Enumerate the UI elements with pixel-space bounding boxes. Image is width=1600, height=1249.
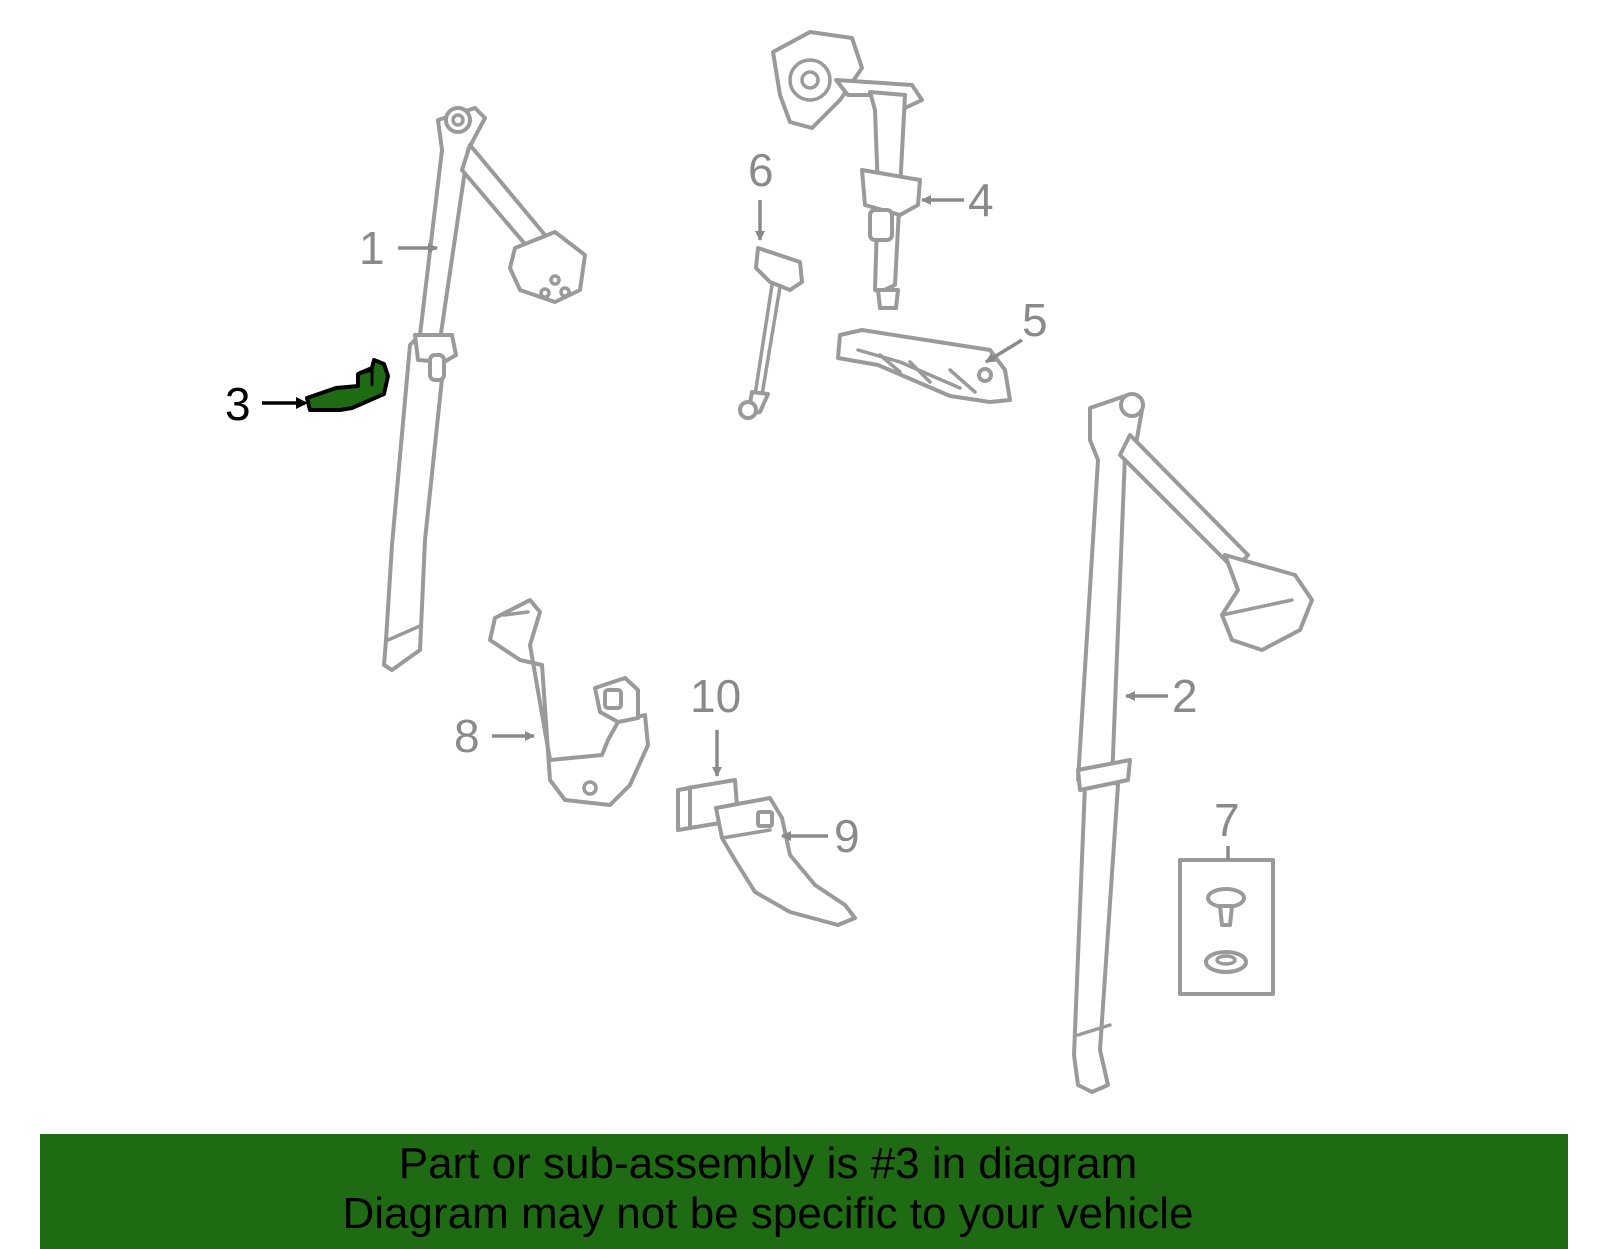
callout-8: 8 — [454, 710, 535, 762]
callout-label-10: 10 — [690, 670, 741, 722]
callout-6: 6 — [748, 144, 774, 241]
callout-label-7: 7 — [1214, 794, 1240, 846]
info-banner: Part or sub-assembly is #3 in diagram Di… — [40, 1134, 1568, 1249]
callout-10: 10 — [690, 670, 741, 777]
callout-label-5: 5 — [1022, 294, 1048, 346]
part-2-seat-belt[interactable] — [1072, 392, 1314, 1094]
callout-2: 2 — [1125, 670, 1198, 722]
callout-4: 4 — [921, 174, 994, 226]
callout-label-2: 2 — [1172, 670, 1198, 722]
callout-arrow-5 — [985, 338, 1023, 364]
part-8-buckle-assembly[interactable] — [488, 598, 650, 807]
callout-3: 3 — [225, 378, 308, 430]
callout-label-4: 4 — [968, 174, 994, 226]
part-7-clips[interactable] — [1178, 858, 1275, 996]
part-1-seat-belt[interactable] — [382, 106, 587, 672]
banner-line-1: Part or sub-assembly is #3 in diagram — [398, 1139, 1138, 1188]
part-6-cable[interactable] — [738, 246, 804, 420]
banner-line-2: Diagram may not be specific to your vehi… — [342, 1189, 1194, 1238]
part-3-highlighted[interactable] — [305, 358, 390, 412]
part-9-bracket[interactable] — [714, 796, 857, 927]
callout-label-9: 9 — [834, 810, 860, 862]
callout-label-6: 6 — [748, 144, 774, 196]
callout-5: 5 — [985, 294, 1048, 364]
callout-1: 1 — [359, 222, 438, 274]
callout-7: 7 — [1214, 794, 1240, 860]
part-4-retractor[interactable] — [771, 30, 924, 310]
callout-label-3: 3 — [225, 378, 251, 430]
callout-label-1: 1 — [359, 222, 385, 274]
callout-label-8: 8 — [454, 710, 480, 762]
callout-9: 9 — [781, 810, 860, 862]
part-5-sensor-plate[interactable] — [836, 328, 1012, 404]
